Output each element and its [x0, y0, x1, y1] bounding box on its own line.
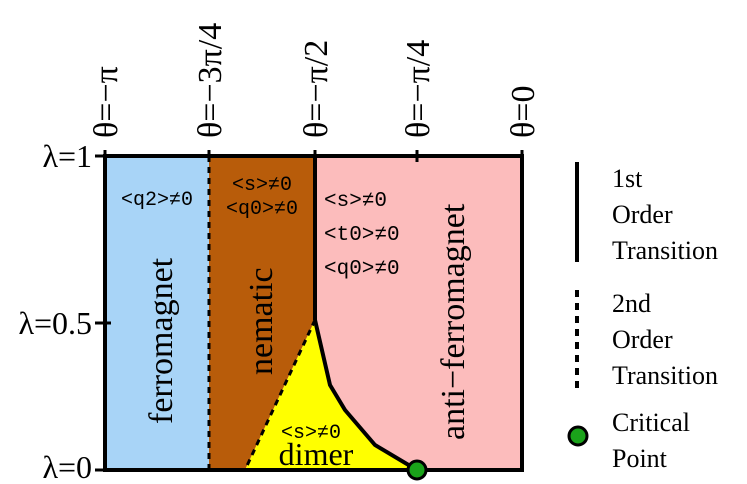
legend-critical-text-2: Point	[612, 444, 668, 473]
lambda-label-0: λ=0	[42, 449, 92, 484]
legend-first-order-text-1: 1st	[612, 164, 643, 193]
legend-second-order-text-2: Order	[612, 325, 673, 354]
theta-label-minus-3pi4: θ=−3π/4	[192, 23, 229, 138]
nematic-region	[209, 156, 315, 470]
antiferromagnet-label: anti−ferromagnet	[435, 203, 472, 440]
antiferro-order-label-3: <q0>≠0	[324, 258, 400, 281]
antiferro-order-label-1: <s>≠0	[324, 190, 387, 213]
first-order-boundary-dimer	[313, 319, 419, 472]
theta-label-minus-pi4: θ=−π/4	[400, 40, 437, 138]
nematic-label: nematic	[243, 267, 280, 375]
dimer-label: dimer	[279, 436, 354, 472]
legend-critical-point-marker	[567, 425, 589, 447]
theta-ticks	[103, 150, 524, 162]
legend-critical-text-1: Critical	[612, 408, 690, 437]
ferromagnet-label: ferromagnet	[143, 257, 180, 424]
legend-second-order-text-1: 2nd	[612, 289, 651, 318]
theta-label-zero: θ=0	[505, 86, 542, 138]
ferromagnet-region	[105, 156, 209, 470]
legend-first-order-text-3: Transition	[612, 236, 718, 265]
second-order-boundary-dimer	[243, 319, 317, 471]
lambda-ticks	[95, 154, 111, 472]
nematic-order-label-1: <s>≠0	[232, 174, 292, 197]
antiferromagnet-region	[315, 156, 522, 470]
legend-first-order-text-2: Order	[612, 200, 673, 229]
theta-label-minus-pi: θ=−π	[88, 66, 125, 138]
antiferro-order-label-2: <t0>≠0	[324, 224, 400, 247]
lambda-label-0-5: λ=0.5	[18, 305, 92, 341]
nematic-order-label-2: <q0>≠0	[226, 198, 298, 221]
legend-second-order-text-3: Transition	[612, 361, 718, 390]
dimer-region	[245, 320, 417, 470]
ferromagnet-order-label: <q2>≠0	[121, 189, 193, 212]
critical-point-marker	[406, 459, 428, 481]
dimer-order-label: <s>≠0	[281, 422, 341, 445]
theta-label-minus-pi2: θ=−π/2	[298, 40, 335, 138]
lambda-label-1: λ=1	[42, 138, 92, 174]
